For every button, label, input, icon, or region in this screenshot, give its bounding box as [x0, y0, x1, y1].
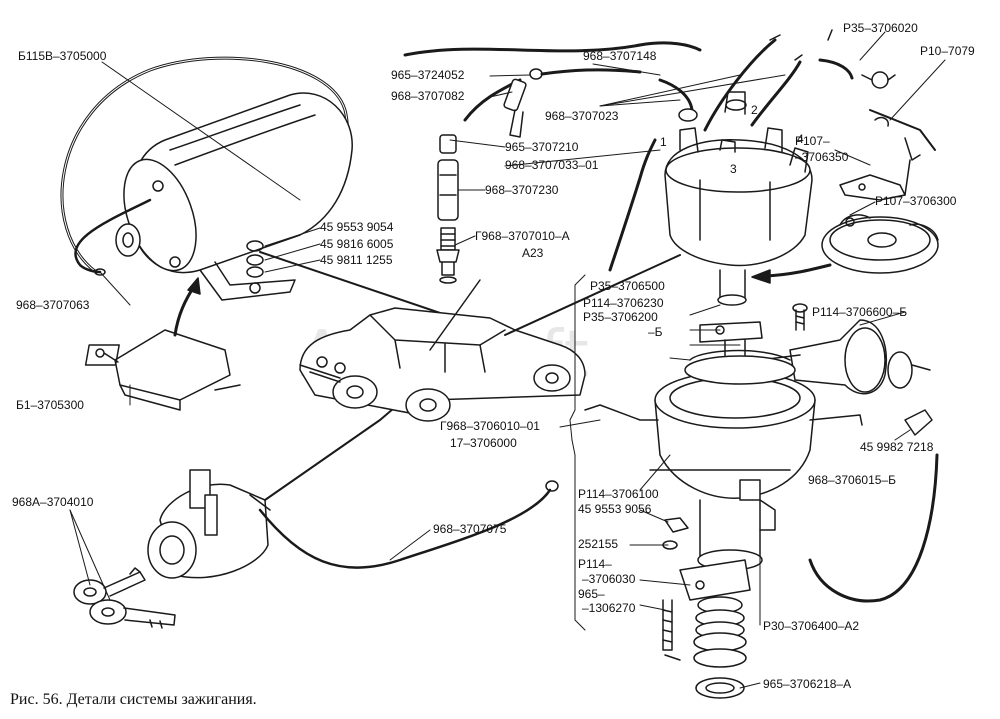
- label-lead-968-3707148: 968–3707148: [583, 49, 657, 63]
- label-968-3707063: 968–3707063: [16, 298, 90, 312]
- label-45-9553-9056: 45 9553 9056: [578, 502, 652, 516]
- terminal-number-1: 1: [660, 135, 667, 149]
- arrow-module-to-coil: [173, 283, 197, 337]
- label-968-3707023: 968–3707023: [545, 109, 619, 123]
- label-r107-3706300: Р107–3706300: [875, 194, 957, 208]
- label-968-3707082: 968–3707082: [391, 89, 465, 103]
- spring-clip: [861, 71, 936, 161]
- label-r114-b: –3706030: [582, 572, 636, 586]
- label-r10-7079: Р10–7079: [920, 44, 975, 58]
- label-spark-plug: Г968–3707010–А: [475, 229, 570, 243]
- label-r35-3706020: Р35–3706020: [843, 21, 918, 35]
- label-965-3706218-a: 965–3706218–А: [763, 677, 852, 691]
- terminal-number-2: 2: [751, 103, 758, 117]
- lead-car-to-distributor: [504, 254, 681, 336]
- label-b-suffix: –Б: [648, 325, 663, 339]
- octane-nut: [904, 409, 933, 436]
- label-968a-3704010: 968А–3704010: [12, 495, 94, 509]
- breaker-plate: [821, 214, 939, 274]
- label-45-9816-6005: 45 9816 6005: [320, 237, 394, 251]
- label-968-3706015-b: 968–3706015–Б: [808, 473, 896, 487]
- terminal-number-4: 4: [797, 132, 804, 146]
- lead-968-3707023-b: [750, 60, 802, 127]
- label-r107-a: Р107–: [795, 134, 830, 148]
- label-17-3706000: 17–3706000: [450, 436, 517, 450]
- ignition-coil: [115, 92, 353, 301]
- label-r30-3706400-a2: Р30–3706400–А2: [763, 619, 860, 633]
- spark-plug: [436, 227, 460, 284]
- screw: [792, 303, 808, 331]
- label-r114-3706100: Р114–3706100: [578, 487, 659, 501]
- label-968-3707033-01: 968–3707033–01: [505, 158, 599, 172]
- label-968-3707075: 968–3707075: [433, 522, 507, 536]
- volga-car: [299, 307, 586, 422]
- label-45-9553-9054: 45 9553 9054: [320, 220, 394, 234]
- commutator-module: [84, 329, 241, 411]
- lead-car-to-plug: [429, 279, 481, 351]
- label-968-3707230: 968–3707230: [485, 183, 559, 197]
- lead-968-3707075: [258, 488, 552, 569]
- label-r35-3706500: Р35–3706500: [590, 279, 665, 293]
- lead-968-3707023-a: [703, 38, 777, 132]
- vacuum-regulator: [759, 319, 931, 395]
- label-distributor: Г968–3706010–01: [440, 419, 540, 433]
- distributor-cap: [664, 91, 813, 267]
- label-b1-3705300: Б1–3705300: [16, 398, 84, 412]
- plug-cap: [437, 134, 459, 221]
- label-45-9811-1255: 45 9811 1255: [320, 253, 393, 267]
- terminal-number-3: 3: [730, 162, 737, 176]
- distributor-housing: [584, 349, 863, 601]
- label-a23: А23: [522, 246, 544, 260]
- fasteners: [662, 517, 689, 661]
- label-r114-a: Р114–: [578, 557, 612, 571]
- label-r114-3706230: Р114–3706230: [583, 296, 664, 310]
- label-bracket: [569, 274, 586, 631]
- arrow-to-rotor: [763, 263, 832, 278]
- label-coil: Б115В–3705000: [18, 49, 107, 63]
- vacuum-hose: [808, 453, 939, 603]
- ignition-keys: [73, 567, 176, 629]
- label-965-3724052: 965–3724052: [391, 68, 465, 82]
- label-45-9982-7218: 45 9982 7218: [860, 440, 934, 454]
- label-r107-b: –3706350: [795, 150, 849, 164]
- label-965-3707210: 965–3707210: [505, 140, 579, 154]
- label-965-a: 965–: [578, 587, 605, 601]
- label-965-b: –1306270: [582, 601, 636, 615]
- drive-gear: [693, 596, 747, 699]
- plug-lead-connector: [463, 68, 698, 138]
- contact-bracket: [839, 159, 911, 201]
- washers-stack: [246, 240, 264, 278]
- ignition-lock: [147, 469, 271, 579]
- lead-968-3707033: [608, 138, 657, 272]
- figure-caption: Рис. 56. Детали системы зажигания.: [10, 691, 257, 708]
- label-r35-3706200: Р35–3706200: [583, 310, 658, 324]
- lead-968-3707148: [403, 41, 702, 57]
- label-252155: 252155: [578, 537, 619, 551]
- leader-lines: [69, 31, 946, 689]
- label-r114-3706600-b: Р114–3706600–Б: [812, 305, 908, 319]
- lead-968-3707063: [74, 198, 152, 274]
